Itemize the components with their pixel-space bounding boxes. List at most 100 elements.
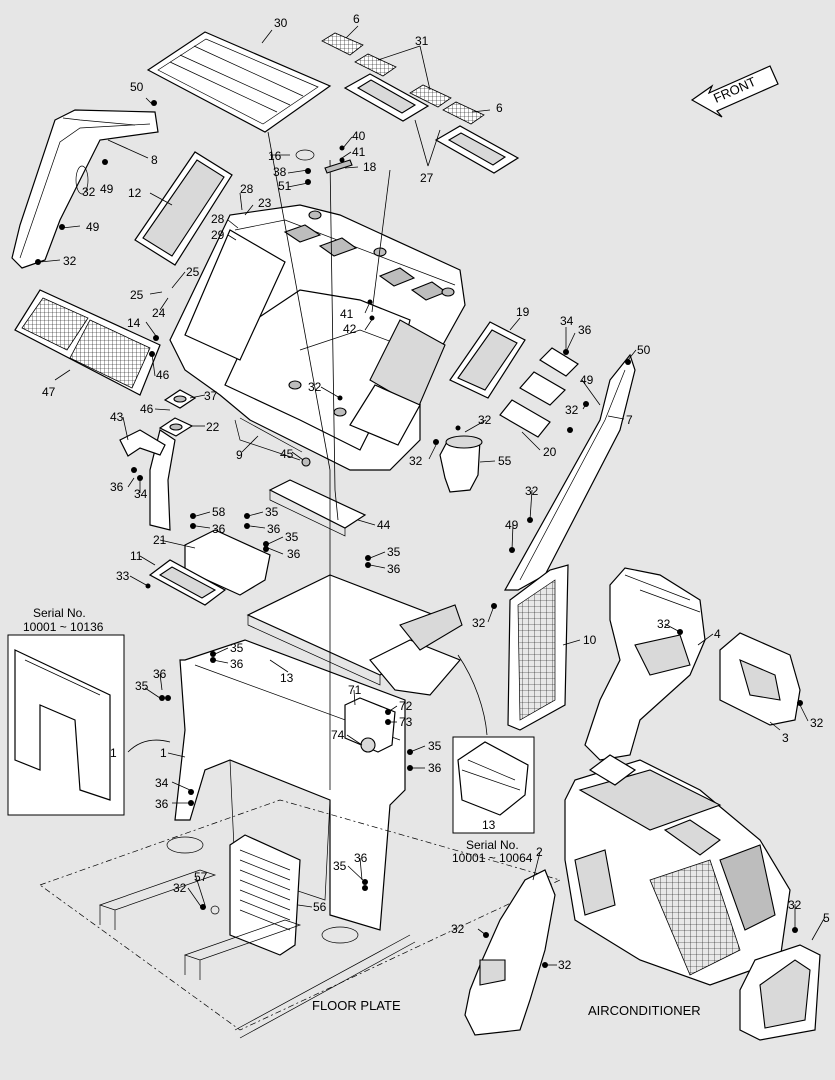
bracket-20 xyxy=(499,347,579,438)
callout-36-i: 36 xyxy=(428,761,442,775)
callout-11: 11 xyxy=(130,549,143,563)
inset-left: Serial No. 10001 ~ 10136 1 xyxy=(7,606,125,816)
callout-36-f: 36 xyxy=(387,562,401,576)
callout-32-h: 32 xyxy=(472,616,486,630)
callout-36-j: 36 xyxy=(155,797,169,811)
callout-74: 74 xyxy=(331,728,345,742)
panel-11 xyxy=(148,559,227,606)
callout-35-c: 35 xyxy=(387,545,401,559)
callout-41-mid: 41 xyxy=(340,307,354,321)
callout-50-left: 50 xyxy=(130,80,144,94)
callout-36-h: 36 xyxy=(153,667,167,681)
callout-25-a: 25 xyxy=(186,265,200,279)
callout-58: 58 xyxy=(212,505,226,519)
vent-grille-31-b xyxy=(409,84,452,108)
shelf-13 xyxy=(246,574,463,696)
inset-right: 13 Serial No. 10001 ~ 10064 xyxy=(452,736,535,865)
callout-18: 18 xyxy=(363,160,377,174)
leader-lines xyxy=(39,25,826,966)
callout-25-b: 25 xyxy=(130,288,144,302)
vent-frame-27-a xyxy=(343,73,430,122)
inset-left-arrow xyxy=(127,739,171,753)
bracket-44 xyxy=(268,479,367,537)
callout-55: 55 xyxy=(498,454,512,468)
callout-8: 8 xyxy=(151,153,158,167)
cab-main-tray xyxy=(169,204,466,471)
callout-32-n: 32 xyxy=(558,958,572,972)
callout-32-j: 32 xyxy=(810,716,824,730)
callout-32-d: 32 xyxy=(565,403,579,417)
callout-1: 1 xyxy=(160,746,167,760)
callout-72: 72 xyxy=(399,699,413,713)
callout-31: 31 xyxy=(415,34,429,48)
right-pillar-cover-7 xyxy=(503,353,636,591)
callout-38: 38 xyxy=(273,165,287,179)
duct-3 xyxy=(719,632,801,726)
callout-34-c: 34 xyxy=(155,776,169,790)
callout-30: 30 xyxy=(274,16,288,30)
callout-34-b: 34 xyxy=(134,487,148,501)
callout-42: 42 xyxy=(343,322,357,336)
callout-20: 20 xyxy=(543,445,557,459)
hose-9 xyxy=(149,417,303,531)
callout-24: 24 xyxy=(152,306,166,320)
callout-43: 43 xyxy=(110,410,124,424)
filter-5 xyxy=(739,944,821,1041)
inset-right-arrow xyxy=(457,654,488,736)
callout-32-e: 32 xyxy=(478,413,492,427)
callout-40: 40 xyxy=(352,129,366,143)
callout-35-g: 35 xyxy=(333,859,347,873)
inset-left-title-2: 10001 ~ 10136 xyxy=(23,620,104,634)
callout-3: 3 xyxy=(782,731,789,745)
callout-35-b: 35 xyxy=(285,530,299,544)
filter-cover-19 xyxy=(449,321,526,399)
callout-27: 27 xyxy=(420,171,434,185)
callout-9: 9 xyxy=(236,448,243,462)
callout-49-a: 49 xyxy=(100,182,114,196)
duct-4 xyxy=(584,567,706,761)
callout-44: 44 xyxy=(377,518,391,532)
callout-13: 13 xyxy=(280,671,294,685)
callout-51: 51 xyxy=(278,179,292,193)
callout-14: 14 xyxy=(127,316,141,330)
callout-32-g: 32 xyxy=(525,484,539,498)
callout-32-i: 32 xyxy=(657,617,671,631)
bracket-43 xyxy=(119,429,166,457)
callout-45: 45 xyxy=(280,447,294,461)
caption-airconditioner: AIRCONDITIONER xyxy=(588,1003,701,1018)
callout-35-d: 35 xyxy=(230,641,244,655)
callout-50-right: 50 xyxy=(637,343,651,357)
airconditioner-unit xyxy=(564,754,791,986)
callout-6-top: 6 xyxy=(353,12,360,26)
fasteners xyxy=(35,100,803,968)
callout-33: 33 xyxy=(116,569,130,583)
filter-frame-10 xyxy=(507,564,569,731)
inset-right-callout: 13 xyxy=(482,818,496,832)
duct-2 xyxy=(464,869,556,1036)
callout-29: 29 xyxy=(211,228,225,242)
callout-49-c: 49 xyxy=(580,373,594,387)
roof-panel-30 xyxy=(146,31,332,133)
callout-36-e: 36 xyxy=(287,547,301,561)
callout-32-f: 32 xyxy=(409,454,423,468)
duct-55 xyxy=(439,435,483,493)
callout-21: 21 xyxy=(153,533,167,547)
inset-right-title-2: 10001 ~ 10064 xyxy=(452,851,533,865)
callout-16: 16 xyxy=(268,149,282,163)
caption-floor-plate: FLOOR PLATE xyxy=(312,998,401,1013)
inset-left-callout: 1 xyxy=(110,746,117,760)
inset-left-title-1: Serial No. xyxy=(33,606,86,620)
callout-36-k: 36 xyxy=(354,851,368,865)
callout-35-a: 35 xyxy=(265,505,279,519)
vent-frame-27-b xyxy=(434,125,520,174)
callout-71: 71 xyxy=(348,683,362,697)
vent-grille-6-right xyxy=(442,101,485,125)
callout-22: 22 xyxy=(206,420,220,434)
callout-47: 47 xyxy=(42,385,56,399)
callout-56: 56 xyxy=(313,900,327,914)
callout-41-top: 41 xyxy=(352,145,366,159)
callout-36-b: 36 xyxy=(110,480,124,494)
callout-7: 7 xyxy=(626,413,633,427)
callout-2: 2 xyxy=(536,845,543,859)
